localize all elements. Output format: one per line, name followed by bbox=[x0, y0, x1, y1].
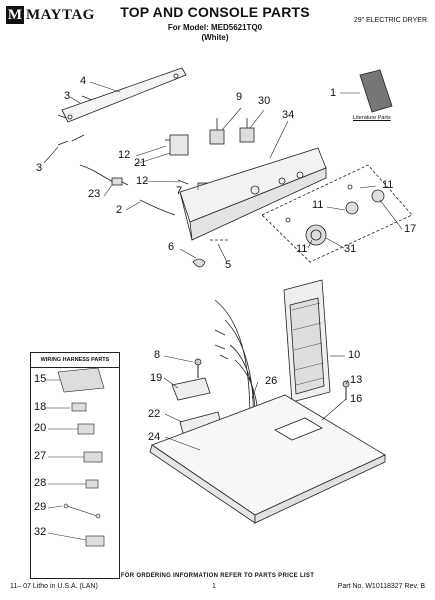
callout-11: 11 bbox=[296, 243, 308, 255]
color-variant: (White) bbox=[201, 33, 229, 42]
knob-31 bbox=[305, 224, 327, 246]
literature-booklet bbox=[359, 69, 393, 113]
page-number: 1 bbox=[212, 583, 216, 590]
switch-9 bbox=[209, 129, 225, 145]
callout-21: 21 bbox=[134, 157, 147, 169]
filter-cutout bbox=[274, 417, 323, 441]
timer-switch bbox=[169, 134, 189, 156]
callout-8: 8 bbox=[154, 349, 161, 361]
callout-19: 19 bbox=[150, 372, 163, 384]
callout-24: 24 bbox=[148, 431, 161, 443]
switch-6 bbox=[192, 258, 206, 268]
callout-4: 4 bbox=[80, 75, 87, 87]
callout-11: 11 bbox=[312, 199, 324, 211]
callout-30: 30 bbox=[258, 95, 271, 107]
brand-name: MAYTAG bbox=[26, 6, 95, 23]
callout-15: 15 bbox=[34, 373, 47, 385]
print-info: 11– 07 Litho in U.S.A. (LAN) bbox=[10, 583, 98, 590]
callout-20: 20 bbox=[34, 422, 47, 434]
callout-28: 28 bbox=[34, 477, 47, 489]
switch-30 bbox=[239, 127, 255, 143]
callout-12: 12 bbox=[136, 175, 149, 187]
callout-12: 12 bbox=[118, 149, 131, 161]
screw bbox=[173, 73, 179, 79]
part-number: Part No. W10118327 Rev. B bbox=[337, 583, 425, 590]
callout-27: 27 bbox=[34, 450, 47, 462]
wiring-harness-box: WIRING HARNESS PARTS bbox=[30, 352, 120, 579]
harness-part-18 bbox=[71, 402, 87, 412]
callout-23: 23 bbox=[88, 188, 101, 200]
ordering-note: FOR ORDERING INFORMATION REFER TO PARTS … bbox=[120, 573, 315, 579]
callout-6: 6 bbox=[168, 241, 175, 253]
page-title: TOP AND CONSOLE PARTS bbox=[120, 4, 310, 20]
callout-1: 1 bbox=[330, 87, 337, 99]
knob-small bbox=[371, 189, 385, 203]
screw bbox=[67, 114, 73, 120]
model-line: For Model: MED5621TQ0 bbox=[167, 23, 263, 32]
callout-3: 3 bbox=[64, 90, 71, 102]
harness-part-29 bbox=[63, 504, 101, 518]
callout-29: 29 bbox=[34, 501, 47, 513]
callout-34: 34 bbox=[282, 109, 295, 121]
callout-11: 11 bbox=[382, 179, 394, 191]
callout-5: 5 bbox=[225, 259, 232, 271]
callout-17: 17 bbox=[404, 223, 417, 235]
callout-2: 2 bbox=[116, 204, 123, 216]
callout-32: 32 bbox=[34, 526, 47, 538]
bracket-19 bbox=[171, 377, 211, 401]
top-panel bbox=[151, 394, 386, 516]
callout-16: 16 bbox=[350, 393, 363, 405]
harness-part-15 bbox=[57, 367, 105, 393]
callout-13: 13 bbox=[350, 374, 363, 386]
product-type: 29" ELECTRIC DRYER bbox=[353, 17, 427, 24]
brand-logo: M MAYTAG bbox=[6, 6, 106, 24]
wire-bundle bbox=[214, 299, 259, 421]
callout-22: 22 bbox=[148, 408, 161, 420]
harness-part-32 bbox=[85, 535, 105, 547]
callout-10: 10 bbox=[348, 349, 361, 361]
callout-31: 31 bbox=[344, 243, 357, 255]
callout-9: 9 bbox=[236, 91, 243, 103]
callout-3: 3 bbox=[36, 162, 43, 174]
wiring-harness-title: WIRING HARNESS PARTS bbox=[31, 353, 119, 368]
knob-small bbox=[345, 201, 359, 215]
literature-label: Literature Parts bbox=[353, 115, 391, 121]
callout-7: 7 bbox=[176, 185, 183, 197]
callout-18: 18 bbox=[34, 401, 47, 413]
brand-mark: M bbox=[6, 6, 24, 24]
callout-26: 26 bbox=[265, 375, 278, 387]
